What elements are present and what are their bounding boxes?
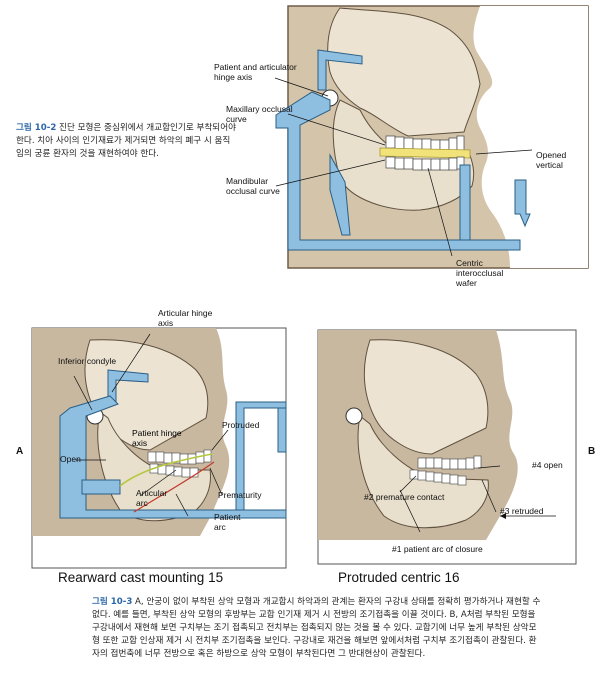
- label-1-patient-arc: #1 patient arc of closure: [392, 544, 483, 554]
- articulator-frame: [275, 49, 531, 251]
- label-protruded: Protruded: [222, 420, 260, 430]
- label-articular-arc: Articular arc: [136, 488, 168, 508]
- panel-b-condyle: [345, 407, 363, 425]
- label-prematurity: Prematurity: [218, 490, 262, 500]
- figure-10-2-caption: 그림 10-2 진단 모형은 중심위에서 개교합인기로 부착되어야 한다. 치아…: [16, 122, 236, 161]
- figure-10-2-illustration: [274, 5, 589, 269]
- title-rearward-cast: Rearward cast mounting 15: [58, 570, 224, 585]
- face-profile: [473, 6, 588, 268]
- panel-b-letter: B: [588, 446, 596, 457]
- figure-10-3-caption: 그림 10-3 A, 안궁이 없이 부착된 상악 모형과 개교합시 하악과의 관…: [92, 596, 544, 661]
- label-patient-arc: Patient arc: [214, 512, 241, 532]
- label-patient-hinge-axis: Patient hinge axis: [132, 428, 182, 448]
- label-opened-vertical: Opened vertical: [536, 150, 567, 170]
- panel-b-mandible: [357, 415, 489, 529]
- label-centric-wafer: Centric interocclusal wafer: [456, 258, 504, 288]
- panel-b-leaders: [399, 465, 501, 533]
- mandibular-teeth: [385, 156, 465, 171]
- label-inferior-condyle: Inferior condyle: [58, 356, 117, 366]
- panel-a-articulator: [59, 369, 287, 519]
- figure-10-3-b-illustration: [317, 329, 577, 565]
- panel-a-letter: A: [16, 446, 24, 457]
- label-4-open: #4 open: [532, 460, 563, 470]
- figure-10-3-a-illustration: [31, 327, 287, 569]
- label-patient-axis: Patient and articulator hinge axis: [214, 62, 297, 82]
- interocclusal-wafer: [379, 147, 471, 159]
- label-mandibular-curve: Mandibular occlusal curve: [226, 176, 280, 196]
- figure-10-2-number: 그림 10-2: [16, 123, 57, 133]
- figure-10-2-caption-text: 진단 모형은 중심위에서 개교합인기로 부착되어야 한다. 치아 사이의 인기재…: [16, 123, 237, 159]
- panel-b-skull: [363, 339, 489, 455]
- title-protruded-centric: Protruded centric 16: [338, 570, 460, 585]
- label-maxillary-curve: Maxillary occlusal curve: [226, 104, 293, 124]
- panel-a-skull: [84, 339, 209, 451]
- panel-a-leaders: [73, 333, 229, 517]
- label-3-retruded: #3 retruded: [500, 506, 544, 516]
- figure-10-3-caption-text: A, 안궁이 없이 부착된 상악 모형과 개교합시 하악과의 관계는 환자의 구…: [92, 597, 541, 659]
- panel-b-teeth: [409, 455, 482, 486]
- articular-arc: [119, 453, 213, 487]
- figure-10-3-number: 그림 10-3: [92, 597, 133, 607]
- leader-lines: [274, 77, 533, 257]
- patient-arc: [133, 461, 215, 513]
- label-open: Open: [60, 454, 81, 464]
- retruded-arrowhead: [500, 513, 506, 519]
- label-2-premature-contact: #2 premature contact: [364, 492, 445, 502]
- label-articular-hinge-axis: Articular hinge axis: [158, 308, 213, 328]
- skull-bone: [327, 7, 481, 137]
